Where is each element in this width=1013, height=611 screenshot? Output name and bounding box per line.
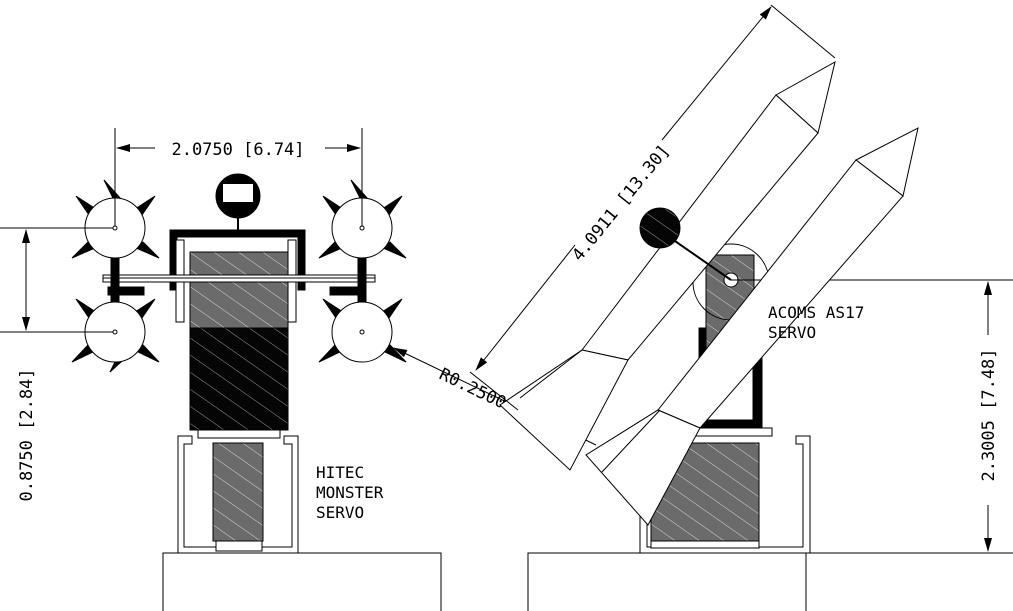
dimension-diagonal: 4.0911 [13.30]: [469, 4, 836, 411]
left-strut-left: [110, 251, 120, 311]
left-strut-brace-right: [329, 286, 367, 296]
right-servo-foot: [650, 540, 760, 549]
left-servo-label-2: MONSTER: [316, 483, 384, 502]
spike-ball-bottom-right: [318, 298, 407, 363]
left-servo-body: [212, 442, 264, 542]
dimension-width-text: 2.0750 [6.74]: [171, 140, 304, 160]
dimension-vertical-left: 0.8750 [2.84]: [0, 227, 113, 502]
left-base-block: [162, 552, 442, 611]
counterweight: [639, 207, 681, 249]
dimension-vertical-left-text: 0.8750 [2.84]: [17, 368, 37, 501]
right-servo-flange: [689, 427, 773, 437]
left-servo-label-1: HITEC: [316, 463, 364, 482]
dimension-width: 2.0750 [6.74]: [114, 128, 363, 226]
right-servo-label-2: SERVO: [768, 323, 816, 342]
left-servo-label-3: SERVO: [316, 503, 364, 522]
left-strut-brace-left: [107, 286, 145, 296]
left-servo-housing: [177, 435, 299, 554]
right-view: 4.0911 [13.30] 2.3005 [7.48] ACOMS AS17 …: [469, 4, 1013, 611]
left-view: 2.0750 [6.74] 0.8750 [2.84] HITEC MONSTE…: [0, 128, 442, 611]
dimension-height-right: 2.3005 [7.48]: [979, 281, 999, 552]
left-head-window: [221, 182, 255, 204]
spike-ball-bottom-left: [71, 298, 160, 373]
right-servo-label-1: ACOMS AS17: [768, 303, 864, 322]
left-servo-foot: [215, 540, 263, 552]
dimension-height-right-text: 2.3005 [7.48]: [979, 348, 999, 481]
rocket-lower: [585, 127, 919, 526]
rocket-upper: [499, 61, 836, 471]
left-strut-right: [357, 251, 367, 311]
right-base-block: [527, 552, 807, 611]
left-motor-block: [189, 327, 289, 431]
left-bracket: [169, 229, 306, 291]
left-upper-block: [189, 251, 289, 329]
left-servo-flange: [197, 429, 281, 439]
